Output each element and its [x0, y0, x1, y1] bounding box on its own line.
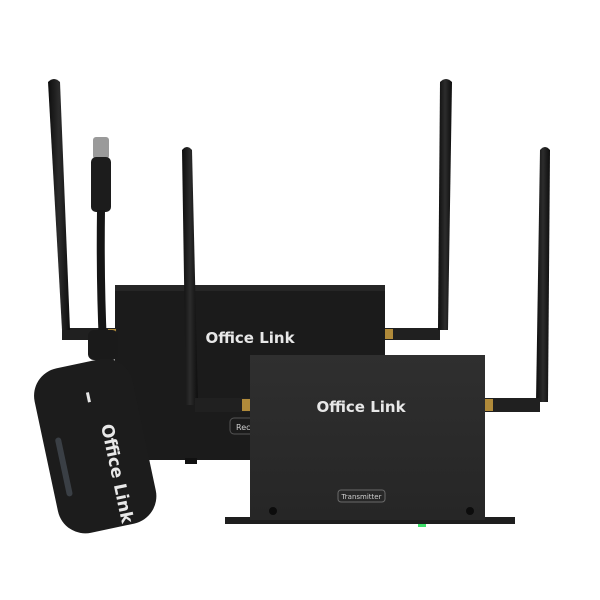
receiver-brand-text: Office Link: [205, 329, 295, 347]
dongle-body: [34, 358, 157, 534]
transmitter-label-text: Transmitter: [341, 493, 382, 501]
usb-c-dongle: Office Link: [34, 137, 157, 534]
usb-c-plug-icon: [93, 137, 109, 159]
antenna-icon: [438, 79, 452, 330]
antenna-icon: [536, 147, 550, 402]
right-antenna-connector: [385, 328, 440, 340]
mounting-flange: [225, 517, 515, 524]
dongle-cable: [96, 209, 107, 346]
transmitter-unit: Office Link Transmitter: [225, 355, 515, 527]
transmitter-body: [250, 355, 485, 520]
receiver-label-text: Rece: [236, 423, 256, 432]
status-led: [418, 524, 426, 527]
antenna-icon: [48, 79, 70, 330]
dongle-led: [85, 392, 91, 403]
transmitter-brand-text: Office Link: [316, 398, 406, 416]
transmitter-label-badge: [337, 489, 386, 503]
antenna-icon: [182, 147, 198, 405]
